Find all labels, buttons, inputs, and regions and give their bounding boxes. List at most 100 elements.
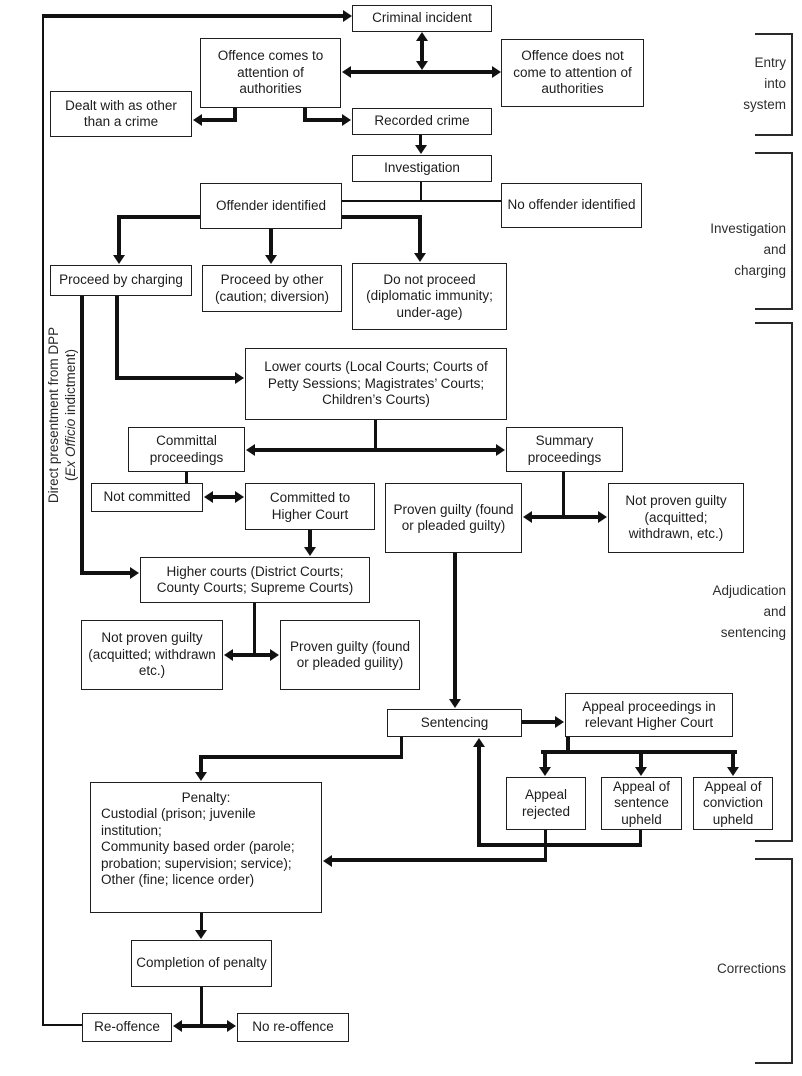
flow-line: [562, 471, 565, 519]
arrowhead: [113, 255, 125, 264]
arrowhead: [473, 738, 485, 747]
node-not-proven-guilty-higher: Not proven guilty (acquitted; withdrawn …: [81, 620, 223, 690]
node-appeal-proceedings: Appeal proceedings in relevant Higher Co…: [565, 693, 733, 737]
flow-line: [42, 1024, 82, 1026]
arrowhead: [195, 930, 207, 939]
node-recorded-crime: Recorded crime: [352, 108, 492, 135]
node-penalty: Penalty: Custodial (prison; juvenile ins…: [90, 782, 322, 913]
arrowhead: [235, 372, 244, 384]
flow-line: [308, 529, 312, 548]
node-criminal-incident: Criminal incident: [352, 5, 492, 32]
node-do-not-proceed: Do not proceed (diplomatic immunity; und…: [352, 263, 507, 330]
flow-line: [269, 228, 273, 256]
arrowhead: [227, 1020, 236, 1032]
node-re-offence: Re-offence: [82, 1013, 172, 1042]
bracket-tick: [755, 308, 793, 310]
flow-line: [199, 755, 403, 759]
flow-line: [477, 843, 642, 847]
node-summary-proceedings: Summary proceedings: [506, 427, 623, 472]
bracket-tick: [755, 152, 793, 154]
arrowhead: [265, 255, 277, 264]
bracket-corrections: [791, 858, 793, 1064]
flow-line: [80, 571, 131, 575]
arrowhead: [224, 649, 233, 661]
penalty-body: Custodial (prison; juvenile institution;…: [101, 806, 295, 888]
node-proven-guilty-higher: Proven guilty (found or pleaded guility): [280, 620, 420, 690]
arrowhead: [727, 767, 739, 776]
node-dealt-with-as-other: Dealt with as other than a crime: [50, 91, 192, 137]
section-label-entry: Entry into system: [743, 55, 786, 112]
flow-line: [532, 515, 599, 519]
node-no-re-offence: No re-offence: [237, 1013, 349, 1042]
flow-line: [303, 107, 307, 120]
flow-line: [541, 750, 737, 754]
flow-line: [731, 754, 735, 768]
flow-line: [212, 495, 236, 499]
bracket-tick: [755, 1062, 793, 1064]
arrowhead: [195, 772, 207, 781]
flow-line: [521, 720, 556, 724]
flow-line: [453, 552, 457, 700]
arrowhead: [539, 767, 551, 776]
flow-line: [544, 829, 547, 862]
node-appeal-of-sentence-upheld: Appeal of sentence upheld: [601, 777, 682, 830]
arrowhead: [270, 649, 279, 661]
bracket-tick: [755, 134, 793, 136]
bracket-adjudication: [791, 322, 793, 842]
bracket-tick: [755, 33, 793, 35]
flow-line: [543, 754, 547, 768]
node-offence-comes-to-attention: Offence comes to attention of authoritie…: [200, 38, 341, 108]
flow-line: [303, 118, 343, 122]
flow-line: [43, 14, 345, 18]
dpp-side-note: Direct presentment from DPP (Ex Officio …: [45, 280, 81, 550]
node-investigation: Investigation: [352, 155, 492, 182]
penalty-title: Penalty:: [181, 790, 231, 805]
arrowhead: [342, 66, 351, 78]
bracket-entry: [791, 33, 793, 136]
dpp-line2: (Ex Officio indictment): [63, 348, 78, 482]
arrowhead: [343, 10, 352, 22]
node-proven-guilty-summary: Proven guilty (found or pleaded guilty): [385, 483, 522, 553]
flow-line: [420, 40, 424, 62]
arrowhead: [235, 491, 244, 503]
flow-line: [374, 419, 377, 452]
section-label-corrections: Corrections: [716, 961, 786, 976]
node-committal-proceedings: Committal proceedings: [128, 427, 245, 472]
bracket-tick: [755, 858, 793, 860]
node-proceed-by-other: Proceed by other (caution; diversion): [202, 265, 342, 312]
arrowhead: [496, 444, 505, 456]
flow-line: [202, 118, 237, 122]
arrowhead: [598, 511, 607, 523]
arrowhead: [304, 547, 316, 556]
flow-line: [182, 1024, 228, 1028]
flow-line: [477, 747, 481, 847]
flow-line: [199, 755, 203, 773]
flow-line: [80, 295, 84, 575]
flow-line: [350, 70, 493, 74]
flow-line: [419, 134, 422, 146]
node-sentencing: Sentencing: [387, 709, 522, 737]
arrowhead: [204, 491, 213, 503]
node-appeal-rejected: Appeal rejected: [506, 777, 586, 830]
node-offender-identified: Offender identified: [200, 183, 342, 229]
arrowhead: [415, 145, 427, 154]
arrowhead: [492, 66, 501, 78]
node-not-proven-guilty-summary: Not proven guilty (acquitted; withdrawn,…: [608, 483, 744, 553]
flow-line: [639, 754, 643, 768]
flow-line: [420, 181, 422, 202]
arrowhead: [555, 716, 564, 728]
flow-line: [115, 376, 236, 380]
flow-line: [115, 295, 119, 380]
flow-line: [341, 200, 502, 202]
node-committed-to-higher-court: Committed to Higher Court: [245, 483, 375, 530]
flow-line: [255, 448, 497, 452]
flow-line: [418, 215, 422, 254]
node-lower-courts: Lower courts (Local Courts; Courts of Pe…: [245, 348, 507, 420]
flow-line: [233, 107, 237, 120]
arrowhead: [342, 114, 351, 126]
arrowhead: [414, 253, 426, 262]
bracket-tick: [755, 840, 793, 842]
flow-line: [233, 653, 271, 657]
flow-line: [566, 736, 570, 752]
